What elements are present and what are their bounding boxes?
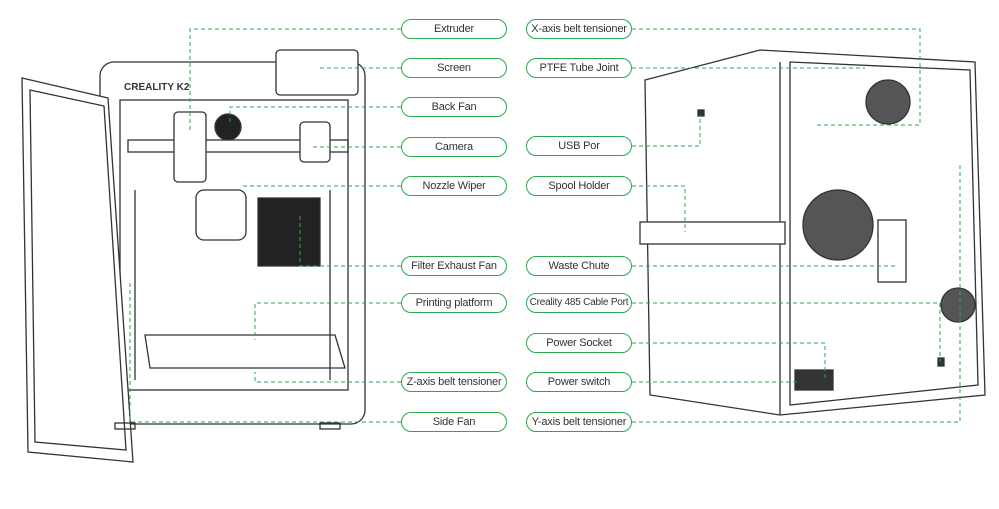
screen-shape [275, 49, 359, 96]
label-printing-platform: Printing platform [401, 293, 507, 313]
camera-shape [299, 121, 331, 163]
open-door [21, 77, 134, 463]
back-body [644, 49, 986, 416]
waste-chute-shape [877, 219, 907, 283]
label-usb-port: USB Por [526, 136, 632, 156]
small-fan-shape [940, 287, 976, 323]
back-view-printer [639, 49, 986, 416]
bed-shape [144, 334, 346, 369]
back-fan-shape [214, 113, 242, 141]
label-side-fan: Side Fan [401, 412, 507, 432]
spool-holder-shape [639, 221, 786, 245]
front-chamber [119, 99, 349, 391]
x-gantry [127, 139, 349, 153]
label-z-axis-belt-tensioner: Z-axis belt tensioner [401, 372, 507, 392]
wiper-inset [195, 189, 247, 241]
label-y-axis-belt-tensioner: Y-axis belt tensioner [526, 412, 632, 432]
back-panel [789, 61, 979, 406]
label-screen: Screen [401, 58, 507, 78]
label-ptfe-tube-joint: PTFE Tube Joint [526, 58, 632, 78]
label-nozzle-wiper: Nozzle Wiper [401, 176, 507, 196]
front-view-printer [21, 49, 366, 463]
power-socket-shape [794, 369, 834, 391]
printer-logo: CREALITY K2 [124, 82, 190, 93]
label-extruder: Extruder [401, 19, 507, 39]
label-camera: Camera [401, 137, 507, 157]
door-glass [29, 89, 127, 451]
label-waste-chute: Waste Chute [526, 256, 632, 276]
leader-lines [129, 28, 961, 423]
label-back-fan: Back Fan [401, 97, 507, 117]
label-power-socket: Power Socket [526, 333, 632, 353]
label-x-axis-belt-tensioner: X-axis belt tensioner [526, 19, 632, 39]
filter-fan-shape [257, 197, 321, 267]
label-filter-exhaust-fan: Filter Exhaust Fan [401, 256, 507, 276]
top-fan-shape [865, 79, 911, 125]
big-fan-shape [802, 189, 874, 261]
label-power-switch: Power switch [526, 372, 632, 392]
label-spool-holder: Spool Holder [526, 176, 632, 196]
label-creality-485-cable-port: Creality 485 Cable Port [526, 293, 632, 313]
